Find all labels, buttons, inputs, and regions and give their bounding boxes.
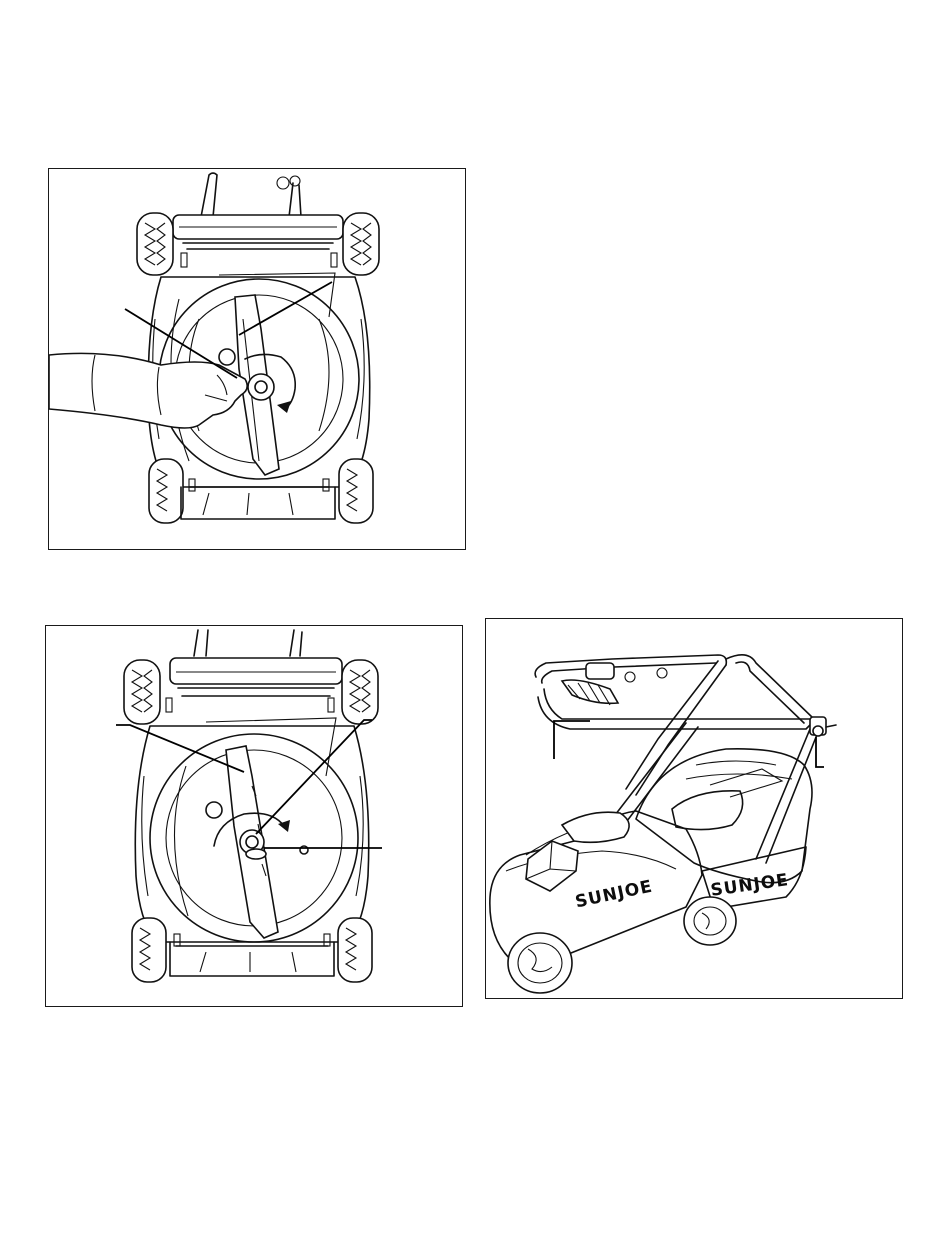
wheel-front-left bbox=[132, 918, 166, 982]
leader-line-knob bbox=[816, 737, 824, 767]
figure-blade-removal bbox=[48, 168, 466, 550]
hand-illustration bbox=[49, 353, 247, 428]
figure-mower-overview: SUNJOE SUNJOE bbox=[485, 618, 903, 999]
wheel-front-right bbox=[339, 459, 373, 523]
deck-brand-logo: SUNJOE bbox=[573, 877, 654, 913]
wheel-rear-right bbox=[343, 213, 379, 275]
figure-blade-install bbox=[45, 625, 463, 1007]
wheel-rear bbox=[684, 897, 736, 945]
leader-line-bolt bbox=[256, 720, 372, 834]
leader-line-handle bbox=[554, 721, 590, 759]
wheel-front bbox=[508, 933, 572, 993]
wheel-rear-left bbox=[124, 660, 160, 724]
bag-brand-logo: SUNJOE bbox=[709, 870, 790, 901]
wheel-rear-left bbox=[137, 213, 173, 275]
wheel-front-right bbox=[338, 918, 372, 982]
mower-overview-illustration: SUNJOE SUNJOE bbox=[486, 619, 904, 1000]
blade-removal-illustration bbox=[49, 169, 467, 551]
height-adjust-knob bbox=[810, 717, 836, 736]
wheel-rear-right bbox=[342, 660, 378, 724]
wheel-front-left bbox=[149, 459, 183, 523]
blade-install-illustration bbox=[46, 626, 464, 1008]
